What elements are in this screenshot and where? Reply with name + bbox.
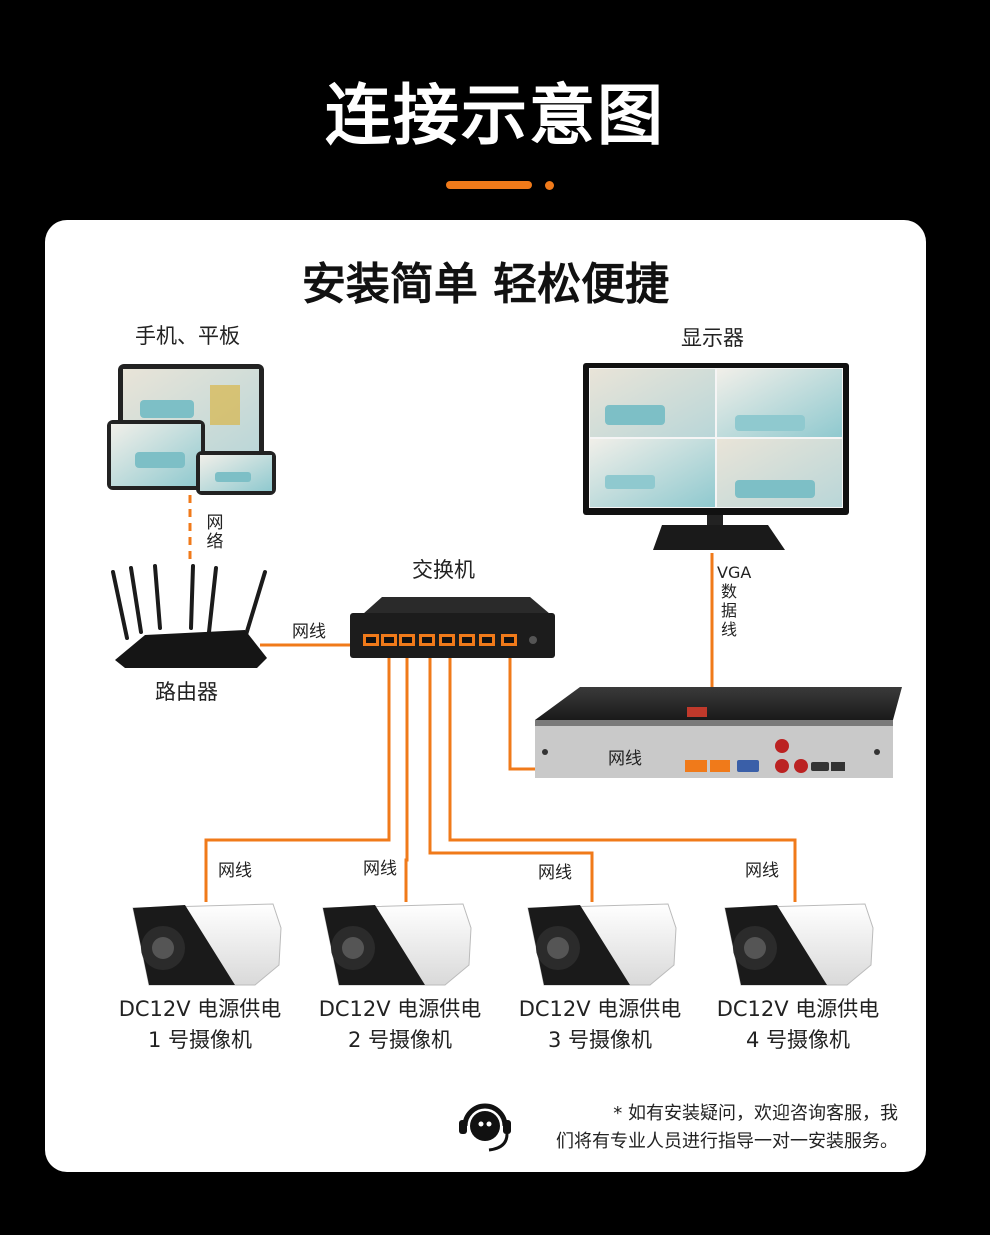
camera4-name: 4 号摄像机 bbox=[745, 1028, 851, 1052]
camera-1 bbox=[132, 903, 282, 986]
nvr-recorder bbox=[535, 687, 902, 778]
camera1-cable-label: 网线 bbox=[218, 861, 252, 881]
switch-label: 交换机 bbox=[412, 558, 475, 582]
nvr-hdmi-port bbox=[811, 762, 829, 771]
tablet-phone-group bbox=[107, 364, 276, 495]
router-cable-label: 网线 bbox=[292, 622, 326, 642]
title-accent-dot bbox=[545, 181, 554, 190]
nvr-vga-port bbox=[737, 760, 759, 772]
camera4-power: DC12V 电源供电 bbox=[716, 997, 880, 1021]
page-title: 连接示意图 bbox=[325, 77, 665, 154]
camera2-power: DC12V 电源供电 bbox=[318, 997, 482, 1021]
camera4-cable-label: 网线 bbox=[745, 861, 779, 881]
camera1-name: 1 号摄像机 bbox=[147, 1028, 253, 1052]
camera-2 bbox=[322, 903, 472, 986]
camera2-cable bbox=[404, 645, 409, 902]
camera3-power: DC12V 电源供电 bbox=[518, 997, 682, 1021]
support-notice-line2: 们将有专业人员进行指导一对一安装服务。 bbox=[556, 1131, 898, 1152]
wireless-network-label: 网络 bbox=[206, 513, 224, 552]
router bbox=[111, 564, 267, 668]
card-title: 安装简单 轻松便捷 bbox=[301, 259, 670, 310]
camera2-name: 2 号摄像机 bbox=[347, 1028, 453, 1052]
support-notice-line1: * 如有安装疑问，欢迎咨询客服，我 bbox=[613, 1103, 898, 1124]
support-notice: * 如有安装疑问，欢迎咨询客服，我 们将有专业人员进行指导一对一安装服务。 bbox=[556, 1100, 898, 1156]
router-body bbox=[115, 630, 267, 668]
camera1-power: DC12V 电源供电 bbox=[118, 997, 282, 1021]
camera2-caption: DC12V 电源供电 2 号摄像机 bbox=[300, 994, 500, 1056]
headset-icon bbox=[459, 1103, 511, 1152]
camera4-caption: DC12V 电源供电 4 号摄像机 bbox=[698, 994, 898, 1056]
monitor-view-3 bbox=[590, 439, 715, 507]
network-switch bbox=[350, 597, 555, 658]
monitor-stand bbox=[653, 525, 785, 550]
phones-tablets-label: 手机、平板 bbox=[135, 324, 240, 348]
monitor-view-1 bbox=[590, 369, 715, 437]
nvr-usb-port bbox=[831, 762, 845, 771]
camera4-cable bbox=[448, 645, 797, 902]
title-accent-bar bbox=[446, 181, 532, 189]
nvr-audio-out bbox=[775, 739, 789, 753]
diagram-card: 安装简单 轻松便捷 bbox=[45, 220, 926, 1172]
nvr-lan-port bbox=[685, 760, 707, 772]
camera-3 bbox=[527, 903, 677, 986]
camera-4 bbox=[724, 903, 874, 986]
vga-cable-label: VGA 数据线 bbox=[717, 563, 752, 639]
camera3-caption: DC12V 电源供电 3 号摄像机 bbox=[500, 994, 700, 1056]
nvr-cable-label: 网线 bbox=[608, 749, 642, 769]
camera1-cable bbox=[204, 645, 391, 902]
monitor bbox=[583, 363, 849, 550]
connection-diagram bbox=[107, 363, 902, 1152]
camera3-name: 3 号摄像机 bbox=[547, 1028, 653, 1052]
camera3-cable-label: 网线 bbox=[538, 863, 572, 883]
camera2-cable-label: 网线 bbox=[363, 859, 397, 879]
camera3-cable bbox=[428, 645, 594, 902]
camera1-caption: DC12V 电源供电 1 号摄像机 bbox=[100, 994, 300, 1056]
router-label: 路由器 bbox=[155, 680, 218, 704]
monitor-label: 显示器 bbox=[681, 326, 744, 350]
nvr-audio-in bbox=[775, 759, 789, 773]
